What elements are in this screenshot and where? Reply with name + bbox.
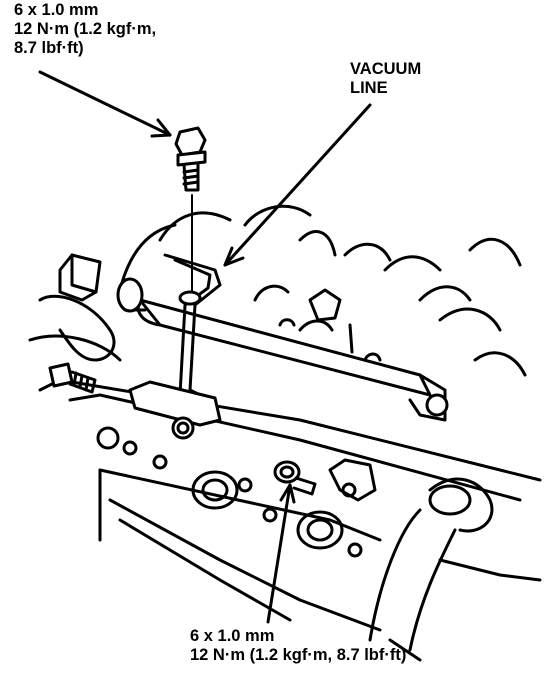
left-bolt: [48, 362, 97, 394]
fuel-rail: [116, 277, 449, 422]
upper-bolt-torque: 12 N·m (1.2 kgf·m,: [14, 20, 157, 38]
vacuum-line-callout: VACUUM LINE: [350, 60, 421, 98]
vacuum-line-label-2: LINE: [350, 79, 388, 97]
vacuum-line-label-1: VACUUM: [350, 60, 422, 78]
rail-brackets: [128, 380, 377, 502]
upper-bolt-size: 6 x 1.0 mm: [14, 1, 99, 19]
cylinder-head: [38, 378, 542, 662]
lower-bolt-torque: 12 N·m (1.2 kgf·m, 8.7 lbf·ft): [190, 646, 407, 664]
left-bracket: [28, 253, 122, 362]
lower-bolt-size: 6 x 1.0 mm: [190, 627, 275, 645]
upper-bolt-torque-cont: 8.7 lbf·ft): [14, 39, 84, 57]
intake-runners: [118, 204, 527, 377]
intake-ports: [96, 426, 363, 558]
leader-lower-bolt: [266, 483, 292, 624]
upper-bolt: [174, 126, 207, 306]
lower-bolt-callout: 6 x 1.0 mm 12 N·m (1.2 kgf·m, 8.7 lbf·ft…: [190, 627, 406, 665]
lower-bolt: [273, 460, 317, 496]
leader-vacuum-line: [223, 103, 372, 267]
upper-bolt-callout: 6 x 1.0 mm 12 N·m (1.2 kgf·m, 8.7 lbf·ft…: [14, 1, 156, 58]
leader-upper-bolt: [38, 70, 172, 137]
leader-arrows: [38, 70, 372, 624]
right-hose: [368, 477, 494, 652]
